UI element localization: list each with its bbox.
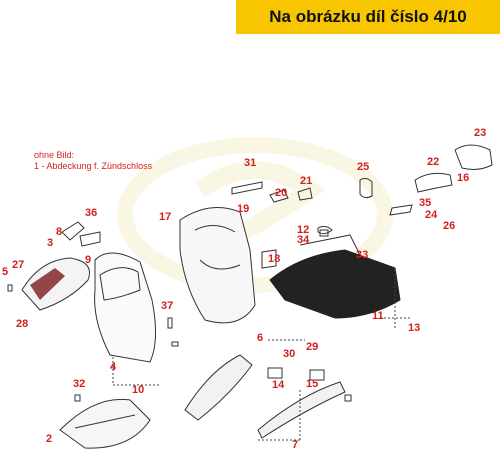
- callout-15: 15: [306, 378, 319, 390]
- note-item: 1 - Abdeckung f. Zündschloss: [34, 161, 153, 171]
- callout-14: 14: [272, 379, 285, 391]
- callout-22: 22: [427, 156, 440, 168]
- callout-26: 26: [443, 220, 456, 232]
- lower-cover-part: [59, 398, 151, 449]
- note-heading: ohne Bild:: [34, 150, 75, 160]
- callout-9: 9: [85, 254, 92, 266]
- side-rail-part: [257, 381, 346, 439]
- callout-24: 24: [425, 209, 438, 221]
- callout-12: 12: [297, 224, 310, 236]
- callout-36: 36: [85, 207, 98, 219]
- note-box: ohne Bild: 1 - Abdeckung f. Zündschloss: [34, 150, 152, 172]
- callout-18: 18: [268, 253, 281, 265]
- callout-5: 5: [2, 266, 9, 278]
- callout-16: 16: [457, 172, 470, 184]
- callout-37: 37: [161, 300, 174, 312]
- callout-29: 29: [306, 341, 319, 353]
- callout-34: 34: [297, 234, 310, 246]
- inner-body-part: [179, 207, 256, 324]
- part-title: Na obrázku díl číslo 4/10: [269, 7, 467, 26]
- callout-28: 28: [16, 318, 29, 330]
- callout-33: 33: [356, 249, 369, 261]
- callout-31: 31: [244, 157, 257, 169]
- rear-cowl-part: [359, 144, 493, 199]
- leg-shield-part: [94, 252, 156, 363]
- callout-30: 30: [283, 348, 296, 360]
- callout-25: 25: [357, 161, 370, 173]
- callout-10: 10: [132, 384, 145, 396]
- callout-6: 6: [257, 332, 264, 344]
- callout-23: 23: [474, 127, 487, 139]
- callout-20: 20: [275, 187, 288, 199]
- fastener-parts: [7, 229, 352, 402]
- callout-27a: 27: [12, 259, 25, 271]
- callout-13: 13: [408, 322, 421, 334]
- callout-2: 2: [46, 433, 53, 445]
- callout-17: 17: [159, 211, 172, 223]
- floor-panel-part: [269, 234, 401, 319]
- front-shield-part: [21, 221, 101, 311]
- callout-3: 3: [47, 237, 54, 249]
- bracket-parts: [231, 181, 413, 269]
- callout-19: 19: [237, 203, 250, 215]
- callout-21: 21: [300, 175, 313, 187]
- callout-7: 7: [292, 439, 299, 451]
- callout-35: 35: [419, 197, 432, 209]
- leader-lines: [112, 270, 410, 441]
- part-title-banner: Na obrázku díl číslo 4/10: [236, 0, 500, 34]
- callout-32: 32: [73, 378, 86, 390]
- callout-4: 4: [110, 361, 117, 373]
- callout-8: 8: [56, 226, 63, 238]
- floor-trim-part: [184, 354, 253, 421]
- callout-11: 11: [372, 310, 384, 322]
